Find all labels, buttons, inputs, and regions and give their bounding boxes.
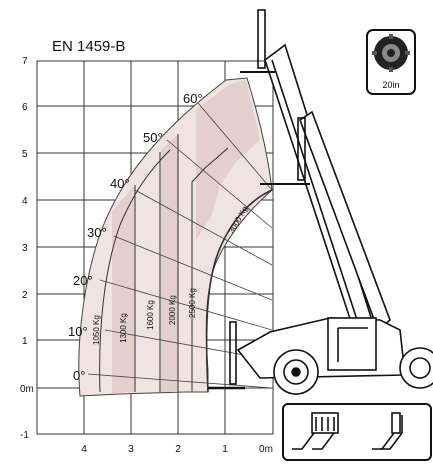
- load-label-2000: 2000 Kg: [168, 295, 177, 325]
- chart-title: EN 1459-B: [52, 38, 126, 55]
- y-tick-label: 4: [22, 196, 28, 207]
- attachments-icons: [292, 412, 403, 450]
- y-tick-label: -1: [20, 430, 29, 441]
- angle-label-20: 20°: [73, 273, 93, 288]
- angle-label-10: 10°: [68, 324, 88, 339]
- x-tick-label: 0m: [259, 444, 273, 455]
- fork-carriage-icon: [292, 412, 339, 450]
- load-label-2500: 2500 Kg: [188, 288, 197, 318]
- y-tick-label: 1: [22, 336, 28, 347]
- fork-carriage-icon: [372, 412, 403, 450]
- tire-size-label: 20in: [382, 80, 400, 90]
- working-zone: [78, 77, 273, 397]
- attachments-box: [282, 403, 432, 461]
- load-label-1050: 1050 Kg: [92, 315, 101, 345]
- y-tick-label: 6: [22, 102, 28, 113]
- tire-icon: [372, 34, 410, 72]
- x-tick-label: 4: [81, 444, 87, 455]
- y-tick-label: 3: [22, 243, 28, 254]
- x-tick-label: 3: [128, 444, 134, 455]
- y-tick-label: 7: [22, 56, 28, 67]
- angle-label-30: 30°: [87, 225, 107, 240]
- telehandler-icon: [208, 9, 433, 395]
- angle-label-40: 40°: [110, 176, 130, 191]
- load-label-1300: 1300 Kg: [119, 313, 128, 343]
- y-tick-label: 5: [22, 149, 28, 160]
- y-tick-label: 0m: [20, 384, 34, 395]
- angle-label-60: 60°: [183, 91, 203, 106]
- angle-label-0: 0°: [73, 368, 85, 383]
- load-label-1600: 1600 Kg: [146, 300, 155, 330]
- x-tick-label: 2: [175, 444, 181, 455]
- y-tick-label: 2: [22, 290, 28, 301]
- angle-label-50: 50°: [143, 130, 163, 145]
- x-tick-label: 1: [222, 444, 228, 455]
- tire-badge: 20in: [366, 29, 416, 95]
